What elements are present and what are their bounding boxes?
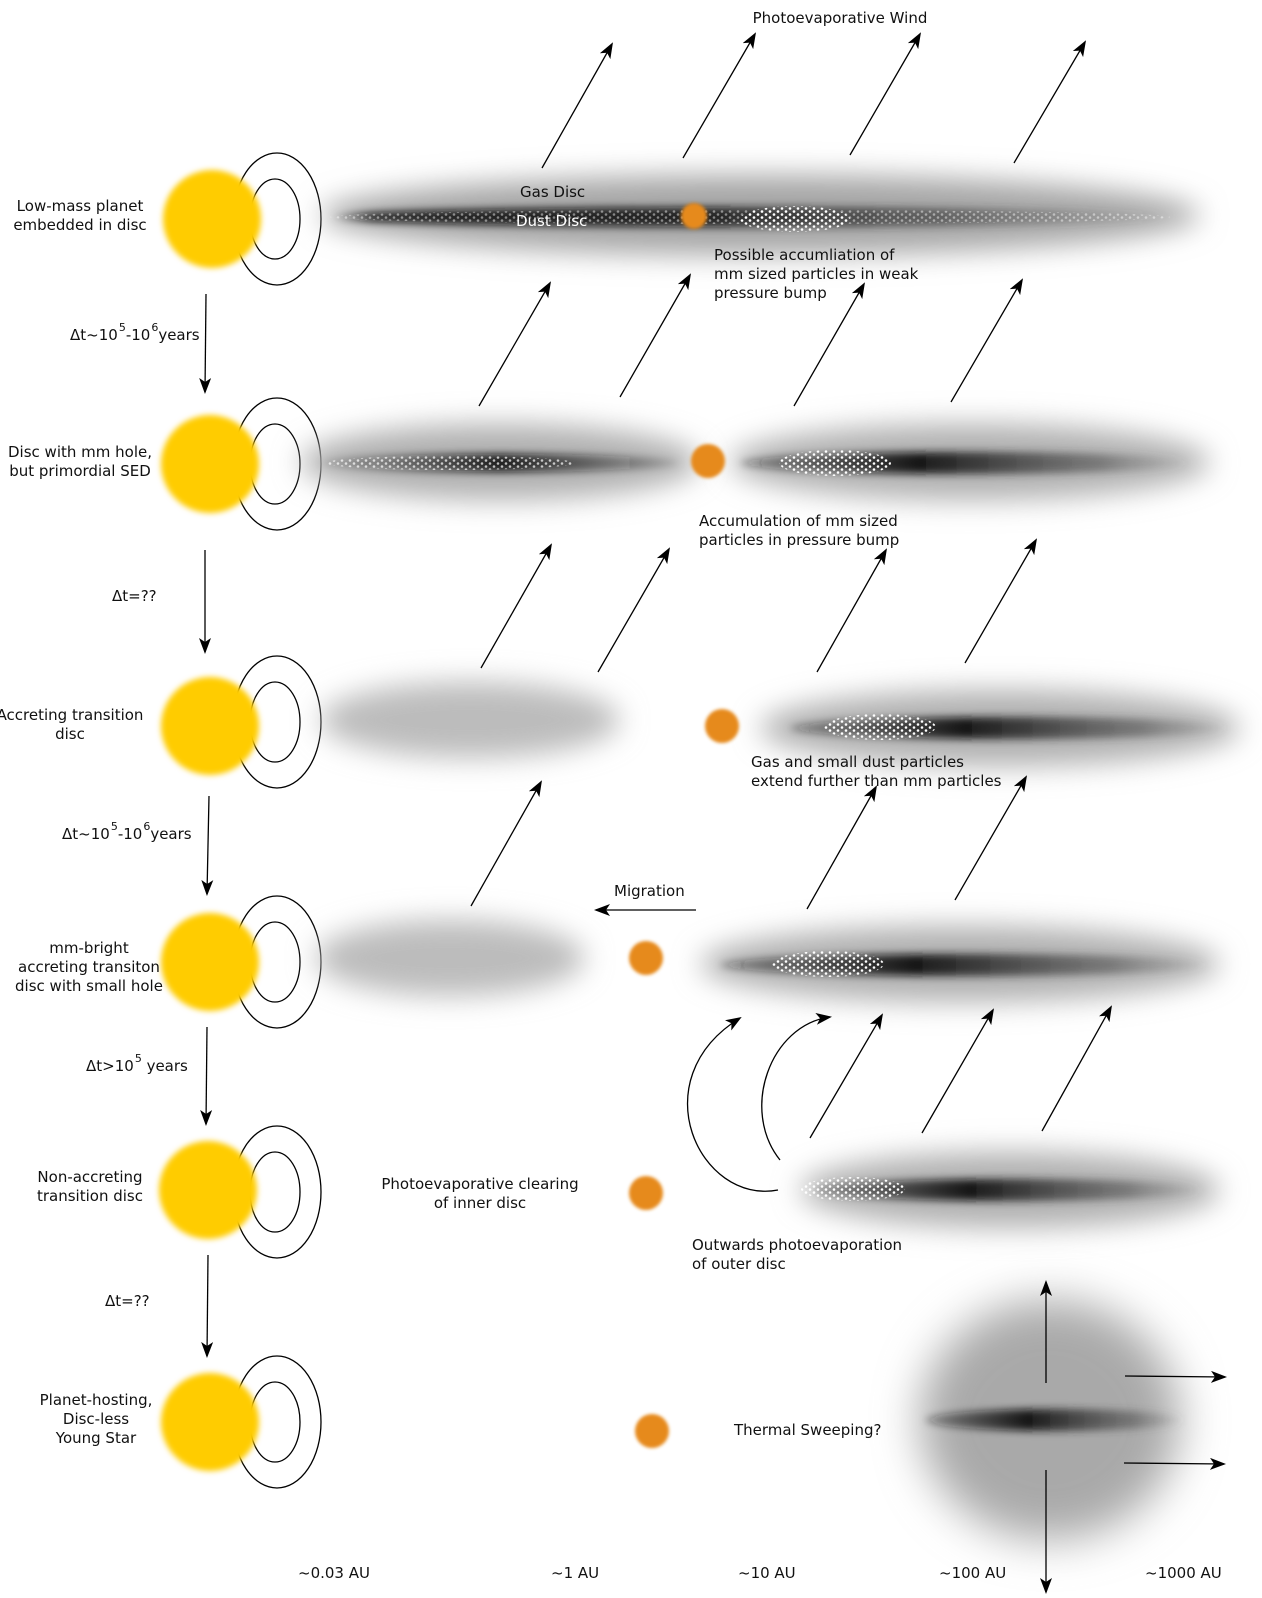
interval-label-5: Δt=?? (105, 1292, 150, 1310)
disc-stage-4 (315, 920, 1220, 1002)
interval-label-2: Δt=?? (112, 587, 157, 605)
star-5 (159, 1125, 322, 1259)
annotation-clearing: Photoevaporative clearing of inner disc (381, 1175, 579, 1212)
planet-3 (705, 709, 739, 743)
stage-label-2: Disc with mm hole, but primordial SED (8, 443, 152, 480)
disc-stage-2 (300, 424, 1210, 500)
axis-tick-3: ~100 AU (939, 1564, 1007, 1582)
gas-disc-label: Gas Disc (520, 183, 586, 201)
stage-label-3: Accreting transition disc (0, 706, 144, 743)
wind-arrows (470, 32, 1227, 1594)
annotation-extend: Gas and small dust particles extend furt… (751, 753, 1002, 790)
star-1 (163, 152, 322, 286)
disc-stage-3 (320, 682, 1240, 766)
annotation-outwards: Outwards photoevaporation of outer disc (692, 1236, 903, 1273)
disc-stage-6 (920, 1300, 1185, 1540)
axis-tick-4: ~1000 AU (1145, 1564, 1222, 1582)
interval-label-3: Δt~105-106years (62, 820, 192, 843)
migration-label: Migration (614, 882, 685, 900)
planet-1 (681, 203, 707, 229)
stage-label-5: Non-accreting transition disc (37, 1168, 143, 1205)
annotation-bump: Accumulation of mm sized particles in pr… (699, 512, 900, 549)
stage-label-4: mm-bright accreting transiton disc with … (15, 939, 163, 995)
dust-disc-label: Dust Disc (516, 212, 588, 230)
wind-label: Photoevaporative Wind (752, 9, 928, 27)
interval-label-1: Δt~105-106years (70, 321, 200, 344)
axis-tick-2: ~10 AU (738, 1564, 796, 1582)
planet-5 (629, 1176, 663, 1210)
planet-2 (691, 444, 725, 478)
star-6 (161, 1355, 322, 1489)
planet-4 (629, 941, 663, 975)
axis-tick-0: ~0.03 AU (298, 1564, 370, 1582)
disc-stage-1 (320, 175, 1200, 255)
thermal-sweeping-label: Thermal Sweeping? (734, 1421, 882, 1439)
stage-label-1: Low-mass planet embedded in disc (13, 197, 147, 234)
time-arrows (199, 293, 214, 1358)
stage-label-6: Planet-hosting, Disc-less Young Star (39, 1391, 153, 1447)
disc-stage-5 (800, 1152, 1220, 1228)
interval-label-4: Δt>105 years (86, 1052, 188, 1075)
star-2 (161, 397, 322, 531)
annotation-weak-bump: Possible accumliation of mm sized partic… (714, 246, 919, 302)
planet-6 (635, 1414, 669, 1448)
star-4 (161, 895, 322, 1029)
axis-tick-1: ~1 AU (551, 1564, 600, 1582)
star-3 (161, 655, 322, 789)
